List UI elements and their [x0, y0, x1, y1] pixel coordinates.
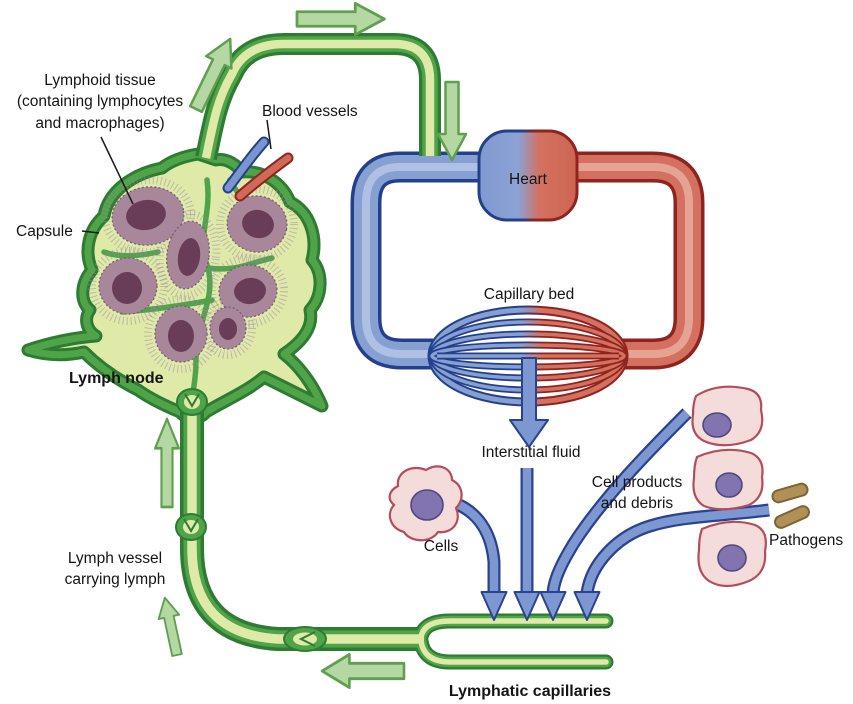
label-interstitial-fluid: Interstitial fluid [481, 444, 581, 461]
cell-nucleus [717, 544, 747, 572]
interstitial-fluid-arrow [509, 357, 549, 448]
cell [691, 385, 764, 447]
lymphoid-tissue-leader [100, 136, 134, 205]
valve [283, 626, 327, 652]
follicle [88, 247, 168, 325]
label-line: (containing lymphocytes [16, 93, 184, 111]
valve [175, 513, 207, 541]
label-line: Cell products [591, 474, 683, 491]
cell-nucleus [702, 412, 732, 438]
artery-loop [573, 151, 705, 370]
label-lymphoid-tissue: Lymphoid tissue (containing lymphocytes … [17, 70, 183, 134]
label-pathogens: Pathogens [769, 532, 844, 549]
label-lymph-vessel: Lymph vessel carrying lymph [65, 548, 166, 591]
label-line: carrying lymph [64, 571, 166, 589]
pathogen-rod [774, 505, 810, 529]
follicle [155, 210, 221, 300]
label-lymph-node: Lymph node [69, 370, 164, 387]
label-heart: Heart [509, 171, 547, 188]
capsule-leader [81, 230, 100, 234]
label-line: Lymphoid tissue [44, 72, 156, 89]
vein-loop [350, 151, 482, 370]
tissue-cells [388, 385, 767, 588]
follicle [200, 297, 256, 359]
pathogens [771, 482, 810, 529]
label-capillary-bed: Capillary bed [483, 286, 575, 303]
lymph-vessels [180, 33, 614, 670]
label-capsule: Capsule [16, 223, 73, 240]
label-cell-products: Cell products and debris [592, 472, 682, 515]
blood-vessels-leader [266, 119, 272, 150]
lymph-flow-arrow-down [436, 80, 468, 162]
pathogen-rod [771, 482, 809, 504]
cell [697, 520, 767, 588]
fluid-arrowheads [480, 591, 601, 621]
lymph-flow-arrow-left [320, 653, 406, 689]
cell [692, 448, 764, 511]
cell-nucleus [715, 472, 743, 498]
lymph-node-follicles [88, 175, 298, 373]
lymph-valves [175, 388, 327, 652]
label-line: and macrophages) [35, 114, 165, 132]
label-line: and debris [600, 495, 674, 513]
lymph-flow-arrow-corner [153, 594, 189, 659]
label-lymphatic-capillaries: Lymphatic capillaries [448, 683, 612, 700]
node-blood-vessels [222, 136, 294, 202]
valve [176, 388, 208, 416]
follicle [101, 175, 195, 257]
lymph-flow-arrow-up [153, 417, 181, 509]
heart-shape [477, 129, 579, 222]
cell [388, 465, 463, 542]
cell-nucleus [410, 489, 444, 521]
label-blood-vessels: Blood vessels [262, 103, 358, 120]
lymph-flow-arrow-right [295, 1, 386, 37]
fluid-flow-arrows [454, 408, 770, 621]
label-cells: Cells [423, 538, 459, 555]
follicle [208, 253, 288, 329]
label-line: Lymph vessel [67, 550, 163, 567]
follicle [216, 185, 298, 263]
leader-lines [81, 119, 272, 234]
